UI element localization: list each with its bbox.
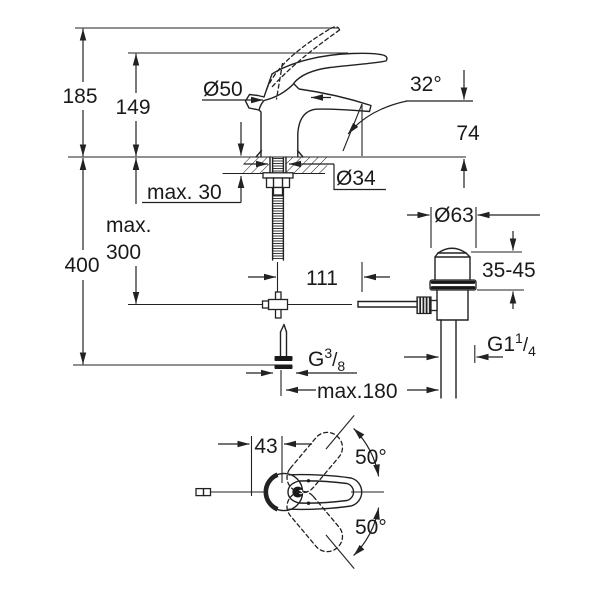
lever-raised-dashed — [265, 26, 341, 91]
dim-max180-label: max.180 — [317, 380, 398, 403]
dim-d63-label: Ø63 — [434, 204, 474, 227]
dim-diameter-34: Ø34 — [244, 160, 386, 191]
dim-thread-g114: G11/4 — [404, 330, 536, 363]
dim-diameter-63: Ø63 — [407, 204, 540, 248]
handle-inner — [287, 480, 355, 504]
deck-section — [239, 156, 331, 174]
dim-111: 111 — [248, 262, 390, 292]
handle-rotated-down — [286, 490, 344, 553]
body-crescent — [263, 472, 279, 512]
dim-angle-32: 32° — [347, 73, 473, 135]
dim-max-180: max.180 — [286, 380, 439, 403]
dim-3545-label: 35-45 — [482, 259, 536, 282]
drain-assembly — [357, 247, 477, 399]
dim-angle-50: 50° 50° — [355, 446, 387, 539]
pull-rod-assembly — [128, 291, 352, 396]
dim-149-label: 149 — [115, 96, 150, 119]
dim-diameter-50: Ø50 — [202, 78, 263, 104]
dim-43: 43 — [218, 435, 312, 496]
cartridge-axis — [275, 62, 284, 100]
dim-d34-label: Ø34 — [336, 167, 376, 190]
handle-rotated-up — [286, 431, 344, 494]
dim-111-label: 111 — [306, 267, 338, 290]
dim-g38-label: G3/8 — [308, 345, 345, 374]
waste-knob — [416, 296, 432, 315]
dim-max300-label-line2: 300 — [106, 241, 141, 264]
faucet-side-view — [244, 26, 388, 261]
dim-43-label: 43 — [254, 435, 277, 458]
dim-thread-g38: G3/8 — [246, 345, 357, 377]
dim-50deg-bottom-label: 50° — [355, 516, 387, 539]
swing-arc-up — [353, 427, 380, 477]
threaded-shank — [262, 156, 294, 261]
dim-74-label: 74 — [456, 122, 480, 145]
dim-max-30: max. 30 — [142, 122, 245, 204]
hose-fitting — [274, 323, 293, 396]
faucet-bottom-view — [195, 415, 384, 569]
dim-185-label: 185 — [62, 85, 97, 108]
dim-max30-label: max. 30 — [147, 181, 222, 204]
dim-max300-label-line1: max. — [106, 214, 152, 237]
reference-lines — [68, 27, 466, 366]
dim-185: 185 — [62, 28, 98, 157]
swing-arc-down — [353, 507, 380, 557]
dim-d50-label: Ø50 — [203, 78, 243, 101]
dim-50deg-top-label: 50° — [355, 446, 387, 469]
faucet-body-outline — [244, 52, 388, 158]
faucet-hub-line — [258, 83, 295, 111]
dim-149: 149 — [115, 53, 151, 157]
dim-32deg-label: 32° — [410, 73, 442, 96]
dim-400-label: 400 — [64, 254, 99, 277]
dim-max-300: max. 300 — [106, 158, 152, 304]
dim-35-45: 35-45 — [471, 231, 536, 309]
dim-g114-label: G11/4 — [487, 330, 536, 359]
dim-74: 74 — [456, 70, 480, 188]
seal-ring — [429, 279, 477, 291]
dim-400: 400 — [64, 158, 100, 365]
